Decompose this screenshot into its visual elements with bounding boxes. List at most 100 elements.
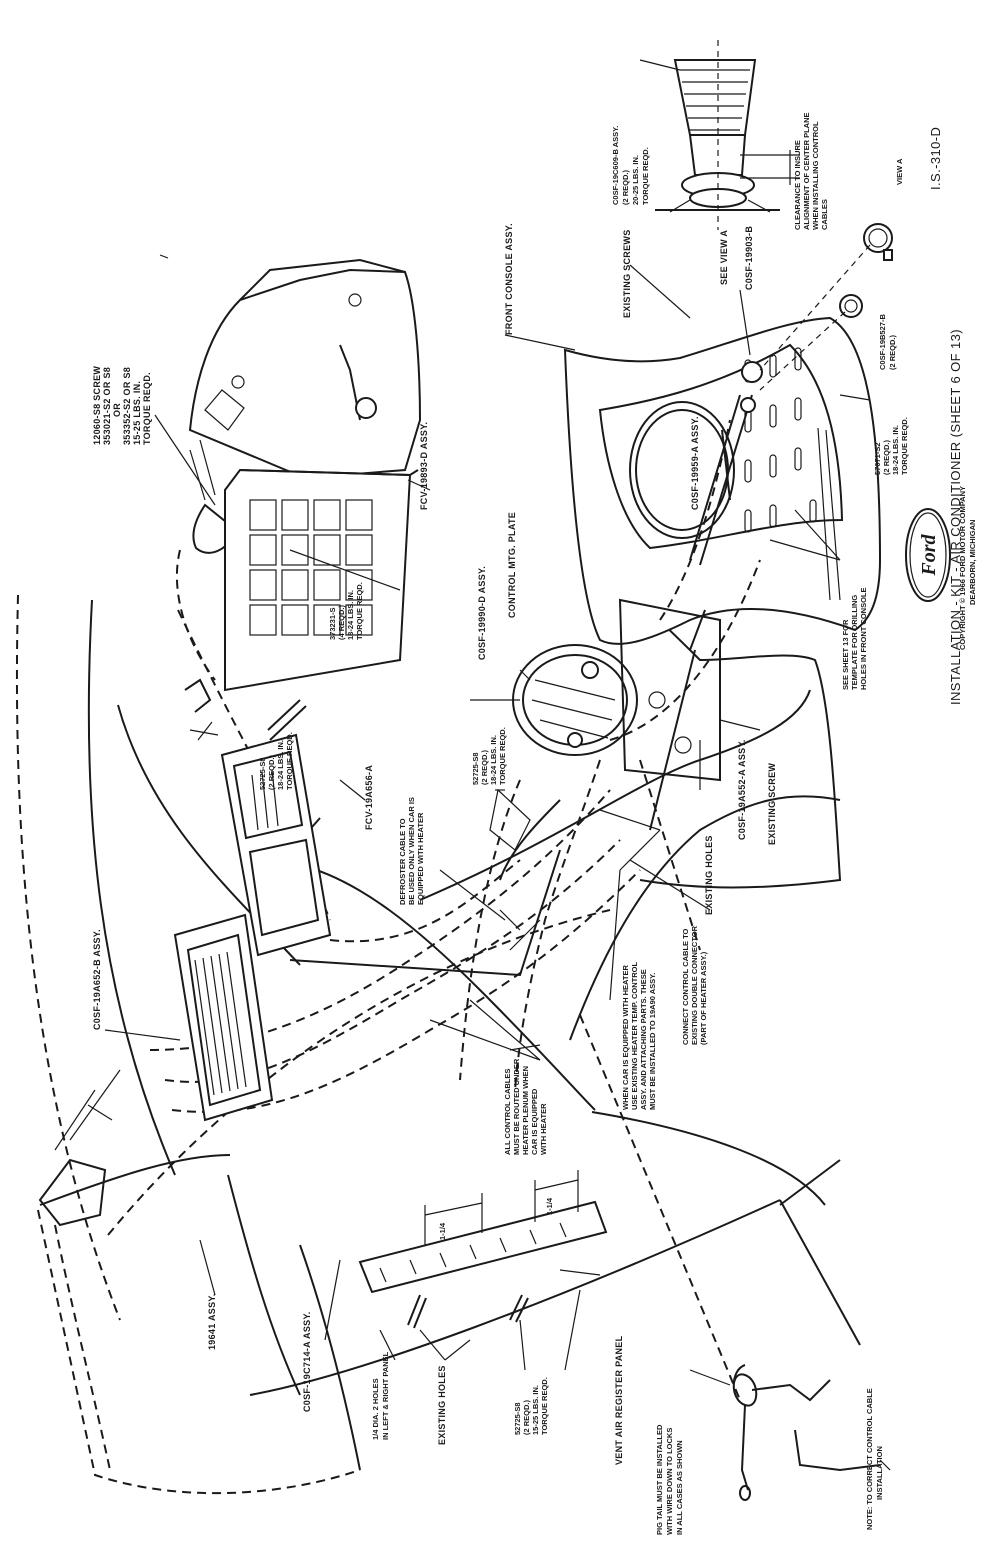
cable-clip xyxy=(184,678,212,713)
label-c0sf-19990: C0SF-19990-D ASSY. xyxy=(477,566,487,660)
cable-connector xyxy=(649,649,696,831)
ford-oval-icon xyxy=(909,512,947,598)
ford-logo: Ford xyxy=(905,508,951,602)
label-fcv-assy: FCV-19893-D ASSY. xyxy=(419,422,429,510)
label-front-console: FRONT CONSOLE ASSY. xyxy=(504,223,514,335)
duct-outline xyxy=(176,549,216,681)
label-c0sf-19a652: C0SF-19A652-B ASSY. xyxy=(92,929,102,1030)
svg-text:TORQUE REQD.: TORQUE REQD. xyxy=(355,582,364,640)
svg-text:TORQUE REQD.: TORQUE REQD. xyxy=(498,727,507,785)
label-existing-screw: EXISTING SCREW xyxy=(767,763,777,845)
svg-text:EQUIPPED WITH HEATER: EQUIPPED WITH HEATER xyxy=(416,812,425,905)
svg-text:(2 REQD.): (2 REQD.) xyxy=(882,439,891,475)
svg-text:EXISTING DOUBLE CONNECTOR: EXISTING DOUBLE CONNECTOR xyxy=(690,925,699,1045)
floor-panel-outline xyxy=(54,1224,111,1471)
label-19641: 19641 ASSY. xyxy=(207,1293,217,1350)
svg-text:MUST BE INSTALLED TO 19A90 ASS: MUST BE INSTALLED TO 19A90 ASSY. xyxy=(648,973,657,1110)
label-see-sheet-13: SEE SHEET 13 FOR TEMPLATE FOR DRILLING H… xyxy=(841,587,868,690)
label-c0sf-19a552: C0SF-19A552-A ASSY. xyxy=(737,739,747,840)
dimension-line xyxy=(534,1170,579,1222)
control-lever xyxy=(721,429,731,501)
control-knob xyxy=(868,228,888,248)
svg-text:353352-S2 OR S8: 353352-S2 OR S8 xyxy=(122,367,132,445)
svg-text:CONNECT CONTROL CABLE TO: CONNECT CONTROL CABLE TO xyxy=(681,928,690,1045)
svg-text:TORQUE REQD.: TORQUE REQD. xyxy=(540,1377,549,1435)
control-lever xyxy=(699,394,753,566)
copyright-line: COPYRIGHT © 1966 FORD MOTOR COMPANY xyxy=(958,486,967,650)
svg-text:TEMPLATE FOR DRILLING: TEMPLATE FOR DRILLING xyxy=(850,595,859,690)
svg-text:52725-S8: 52725-S8 xyxy=(471,752,480,785)
svg-text:57071-S2: 57071-S2 xyxy=(873,442,882,475)
floor-panel-outline xyxy=(39,1154,231,1206)
svg-text:15-25 LBS. IN.: 15-25 LBS. IN. xyxy=(531,1385,540,1435)
control-cable-route xyxy=(171,869,641,1113)
label-connect-control: CONNECT CONTROL CABLE TO EXISTING DOUBLE… xyxy=(681,925,708,1045)
svg-text:18-24 LBS. IN.: 18-24 LBS. IN. xyxy=(489,735,498,785)
label-c0sf-19c714: C0SF-19C714-A ASSY. xyxy=(302,1311,312,1412)
control-lever xyxy=(689,394,741,561)
svg-text:373231-S: 373231-S xyxy=(328,607,337,640)
svg-text:WHEN CAR IS EQUIPPED WITH HEAT: WHEN CAR IS EQUIPPED WITH HEATER xyxy=(621,965,630,1110)
line-art xyxy=(15,40,893,1501)
body-contour-line xyxy=(779,1199,861,1346)
svg-text:(2 REQD.): (2 REQD.) xyxy=(621,169,630,205)
label-heater-note: WHEN CAR IS EQUIPPED WITH HEATER USE EXI… xyxy=(621,962,657,1110)
vent-register-panel xyxy=(358,1200,608,1294)
label-screw-top: 12060-S8 SCREW 353021-S2 OR S8 OR 353352… xyxy=(92,366,152,445)
control-knob xyxy=(863,223,893,253)
label-screw-bottom: 52725-S8 (2 REQD.) 15-25 LBS. IN. TORQUE… xyxy=(513,1377,549,1435)
svg-text:HEATER PLENUM WHEN: HEATER PLENUM WHEN xyxy=(521,1066,530,1155)
svg-text:OR: OR xyxy=(112,403,122,417)
leader-lines xyxy=(104,59,871,1371)
svg-text:15-25 LBS. IN.: 15-25 LBS. IN. xyxy=(132,381,142,445)
label-bolt-18-24: 373231-S (4 REQD.) 18-24 LBS. IN. TORQUE… xyxy=(328,582,364,640)
control-knob xyxy=(883,249,893,261)
dimension-line xyxy=(424,1193,483,1245)
heater-plenum-edge xyxy=(299,864,596,1111)
doc-number: I.S.-310-D xyxy=(928,127,943,190)
svg-text:PIG TAIL MUST BE INSTALLED: PIG TAIL MUST BE INSTALLED xyxy=(655,1424,664,1535)
svg-text:(2 REQD.): (2 REQD.) xyxy=(267,754,276,790)
svg-text:CLEARANCE TO INSURE: CLEARANCE TO INSURE xyxy=(793,140,802,230)
body-contour-line xyxy=(15,594,121,1321)
svg-text:WITH WIRE DOWN TO LOCKS: WITH WIRE DOWN TO LOCKS xyxy=(665,1428,674,1535)
svg-text:ASSY. AND ATTACHING PARTS. THE: ASSY. AND ATTACHING PARTS. THESE xyxy=(639,969,648,1110)
instrument-panel-edge xyxy=(589,559,842,889)
label-vent-panel: VENT AIR REGISTER PANEL xyxy=(614,1335,624,1465)
control-cable-route xyxy=(459,779,521,1081)
cable-bracket xyxy=(489,788,531,851)
label-cables-note: ALL CONTROL CABLES MUST BE ROUTED UNDER … xyxy=(503,1058,548,1155)
label-existing-holes-right: EXISTING HOLES xyxy=(704,835,714,915)
svg-text:52725-S8: 52725-S8 xyxy=(258,757,267,790)
label-fcv-19a656: FCV-19A656-A xyxy=(364,765,374,830)
svg-text:52725-S8: 52725-S8 xyxy=(513,1402,522,1435)
ford-oval-icon xyxy=(905,508,951,602)
cable-bracket xyxy=(499,799,561,881)
screw xyxy=(407,1294,427,1329)
svg-text:IN LEFT & RIGHT PANEL: IN LEFT & RIGHT PANEL xyxy=(381,1351,390,1440)
svg-text:TORQUE REQD.: TORQUE REQD. xyxy=(900,417,909,475)
svg-text:353021-S2 OR S8: 353021-S2 OR S8 xyxy=(102,367,112,445)
body-contour-line xyxy=(87,599,176,1176)
label-knob-part: C0SF-19B527-B (2 REQD.) xyxy=(878,314,897,370)
stray-mark xyxy=(159,254,169,259)
label-existing-screws: EXISTING SCREWS xyxy=(622,229,632,318)
labels: I.S.-310-D INSTALLATION - KIT - AIR COND… xyxy=(92,113,977,1536)
screw xyxy=(509,1294,529,1323)
leader-line xyxy=(759,244,871,391)
svg-text:18-24 LBS. IN.: 18-24 LBS. IN. xyxy=(276,740,285,790)
control-head xyxy=(512,598,721,782)
svg-text:18-24 LBS. IN.: 18-24 LBS. IN. xyxy=(346,590,355,640)
console-cutout xyxy=(635,409,729,531)
label-screw-console: 57071-S2 (2 REQD.) 18-24 LBS. IN. TORQUE… xyxy=(873,417,909,475)
label-control-plate: CONTROL MTG. PLATE xyxy=(507,512,517,618)
screw xyxy=(267,699,307,741)
core-grille xyxy=(249,499,373,636)
dimension-left: 1-1/4 xyxy=(438,1222,447,1240)
svg-text:NOTE: TO CORRECT CONTROL CABLE: NOTE: TO CORRECT CONTROL CABLE xyxy=(865,1388,874,1530)
svg-text:CAR IS EQUIPPED: CAR IS EQUIPPED xyxy=(530,1088,539,1155)
svg-text:INSTALLATION: INSTALLATION xyxy=(875,1446,884,1500)
pig-tail-detail xyxy=(689,1364,891,1501)
